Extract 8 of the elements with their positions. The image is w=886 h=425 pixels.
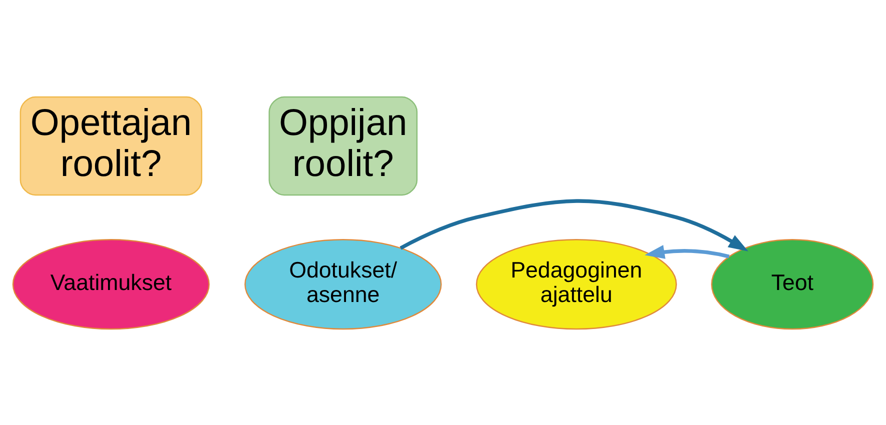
node-ellipse: Vaatimukset <box>12 238 210 330</box>
node-ellipse: Teot <box>711 238 874 330</box>
arrow <box>400 198 748 251</box>
node-ellipse: Pedagoginen ajattelu <box>476 238 677 330</box>
arrow <box>644 244 730 258</box>
node-ellipse: Odotukset/ asenne <box>244 238 442 330</box>
node-box: Oppijan roolit? <box>268 96 418 196</box>
node-box: Opettajan roolit? <box>20 96 202 196</box>
